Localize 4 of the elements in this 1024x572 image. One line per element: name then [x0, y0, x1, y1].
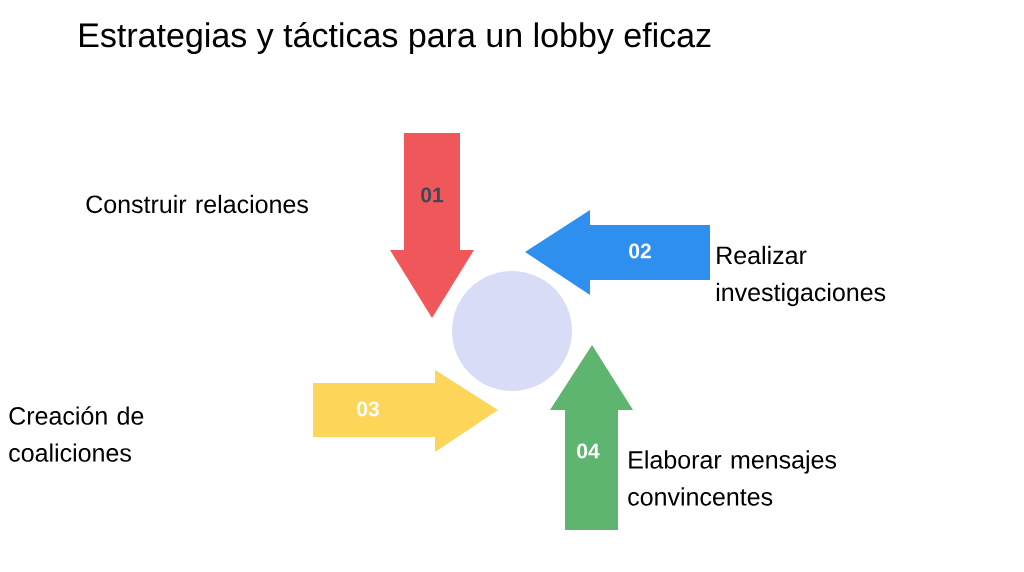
circle	[452, 271, 572, 391]
step-label: Construir relaciones	[86, 194, 308, 214]
step-label: Creación de coaliciones	[9, 406, 144, 462]
title: Estrategias y tácticas para un lobby eficaz	[80, 21, 711, 55]
